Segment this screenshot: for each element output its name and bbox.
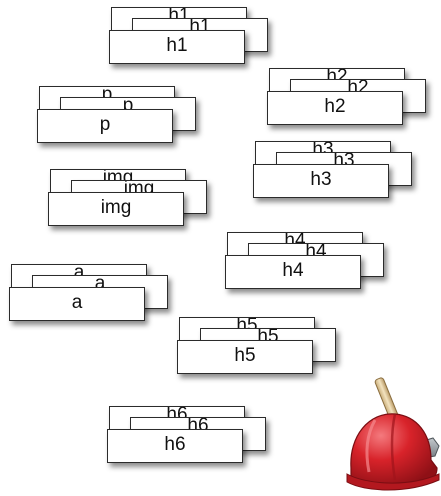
card-label: p: [99, 113, 111, 135]
card-label: h5: [234, 344, 256, 366]
card-label: h6: [164, 433, 186, 455]
card-stack-h6: h6 h6 h6: [107, 406, 282, 476]
card-label: img: [100, 196, 132, 218]
card-label: a: [71, 291, 83, 313]
card-stack-h4: h4 h4 h4: [225, 232, 400, 302]
hard-hat-icon: [346, 377, 440, 491]
card-stack-img: img img img: [48, 169, 223, 239]
card-label: h4: [282, 259, 304, 281]
card-stack-h1: h1 h1 h1: [109, 7, 284, 77]
card-p-front[interactable]: p: [37, 109, 173, 143]
card-img-front[interactable]: img: [48, 192, 184, 226]
card-label: p: [122, 97, 134, 116]
card-label: a: [94, 275, 106, 294]
card-stack-h3: h3 h3 h3: [253, 141, 428, 211]
card-stack-h5: h5 h5 h5: [177, 317, 352, 387]
card-h3-front[interactable]: h3: [253, 164, 389, 198]
card-stack-p: p p p: [37, 86, 212, 156]
card-label: a: [73, 264, 85, 283]
card-stack-a: a a a: [9, 264, 184, 334]
card-stack-h2: h2 h2 h2: [267, 68, 441, 138]
card-h4-front[interactable]: h4: [225, 255, 361, 289]
card-h5-front[interactable]: h5: [177, 340, 313, 374]
card-label: p: [101, 86, 113, 105]
card-label: h2: [324, 95, 346, 117]
card-a-front[interactable]: a: [9, 287, 145, 321]
card-h1-front[interactable]: h1: [109, 30, 245, 64]
card-label: h3: [310, 168, 332, 190]
card-label: h1: [166, 34, 188, 56]
card-h6-front[interactable]: h6: [107, 429, 243, 463]
card-h2-front[interactable]: h2: [267, 91, 403, 125]
